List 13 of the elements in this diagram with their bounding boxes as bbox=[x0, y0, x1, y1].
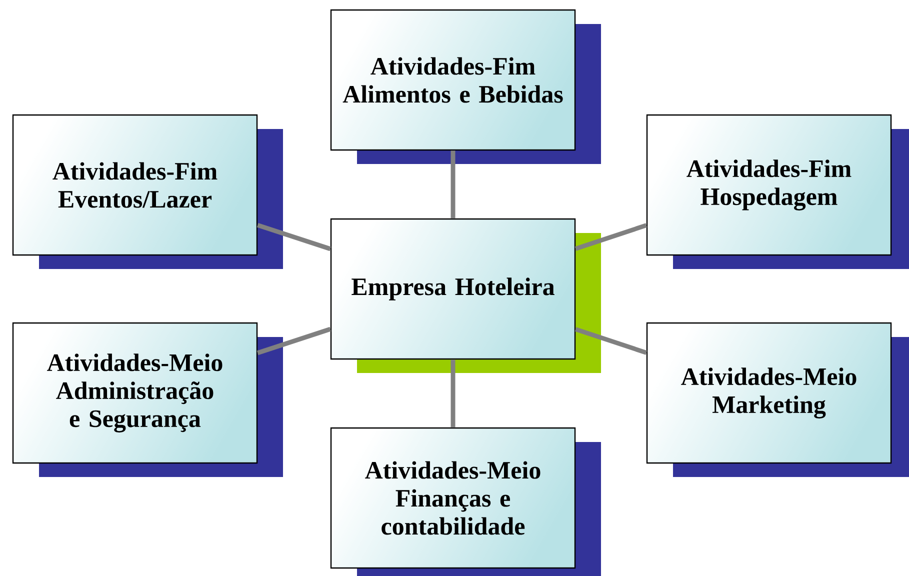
connector-line bbox=[574, 223, 648, 251]
connector-line bbox=[256, 326, 332, 356]
connector-line bbox=[574, 327, 648, 355]
connector-line bbox=[450, 360, 456, 428]
text-box: Atividades-Meio Marketing bbox=[646, 322, 909, 477]
connector-line bbox=[450, 150, 456, 218]
text-box: Atividades-Fim Eventos/Lazer bbox=[12, 114, 283, 269]
text-box: Atividades-Fim Alimentos e Bebidas bbox=[330, 9, 601, 164]
connector-line bbox=[256, 222, 332, 252]
text-box: Atividades-Meio Administração e Segurança bbox=[12, 322, 283, 477]
text-box: Atividades-Meio Finanças e contabilidade bbox=[330, 427, 601, 576]
text-box: Empresa Hoteleira bbox=[330, 218, 601, 373]
text-box: Atividades-Fim Hospedagem bbox=[646, 114, 909, 269]
